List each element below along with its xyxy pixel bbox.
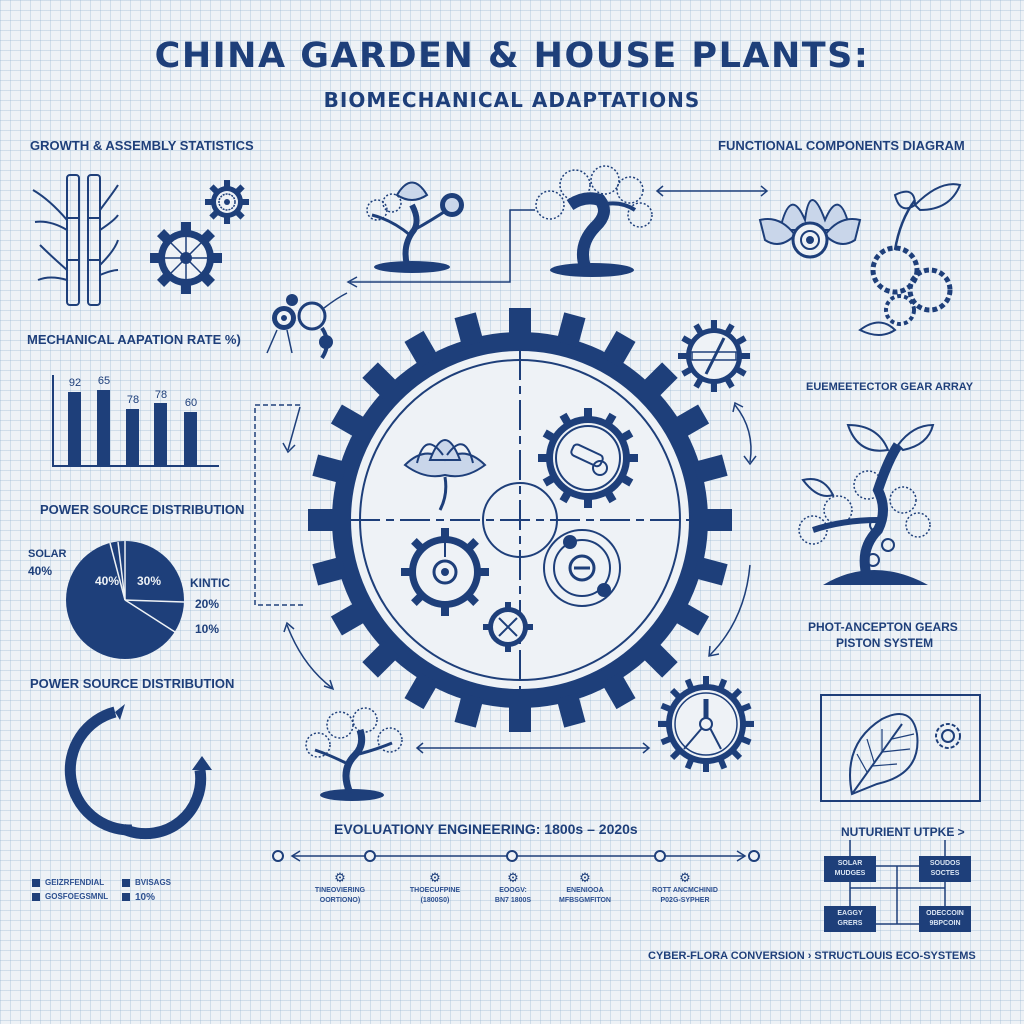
- curved-arrow-right-bottom: [708, 564, 751, 657]
- bar-value-1: 92: [68, 377, 82, 389]
- timeline-axis: [272, 850, 760, 862]
- gear-icon: ⚙: [679, 870, 691, 885]
- footer-conversion-label: CYBER-FLORA CONVERSION › STRUCTLOUIS ECO…: [648, 950, 976, 962]
- gear-icon: ⚙: [579, 870, 591, 885]
- growth-stats-heading: GROWTH & ASSEMBLY STATISTICS: [30, 138, 254, 153]
- curved-arrow-right-top: [732, 401, 757, 466]
- nutrient-uptake-title: NUTURIENT UTPKE >: [841, 825, 965, 839]
- seedling-gear-icon: [858, 183, 962, 336]
- pie-chart-title: POWER SOURCE DISTRIBUTION: [40, 502, 245, 517]
- large-gear-icon: [150, 222, 222, 294]
- bar-5: [184, 412, 197, 465]
- small-cog-icon: [935, 723, 961, 749]
- compass-gear-icon: [658, 676, 754, 772]
- cycle-arrows-icon: [64, 704, 212, 840]
- piston-gear-icon: [538, 408, 638, 508]
- pie-label-kintic: KINTIC: [190, 576, 230, 590]
- piston-system-label: PISTON SYSTEM: [836, 636, 934, 650]
- double-arrow-top: [655, 185, 769, 197]
- core-gear-icon: [401, 528, 489, 616]
- bar-2: [97, 390, 110, 465]
- pie-slice-30: 30%: [137, 574, 161, 588]
- legend-item-3: GOSFOEGSMNL: [45, 892, 109, 901]
- page-subtitle: BIOMECHANICAL ADAPTATIONS: [323, 88, 701, 112]
- bonsai-tree-small-icon: [305, 707, 403, 801]
- bar-value-4: 78: [154, 389, 168, 401]
- lotus-bonsai-icon: [366, 181, 464, 273]
- double-arrow-bottom: [415, 742, 651, 754]
- bar-value-3: 78: [126, 394, 140, 406]
- photo-gears-label: PHOT-ANCEPTON GEARS: [808, 620, 958, 634]
- timeline-title: EVOLUATIONY ENGINEERING: 1800s – 2020s: [334, 821, 638, 837]
- bar-value-2: 65: [97, 375, 111, 387]
- crossed-tools-gear-icon: [483, 602, 533, 652]
- gear-icon: ⚙: [507, 870, 519, 885]
- leaf-frame: [820, 694, 981, 802]
- bar-3: [126, 409, 139, 465]
- legend-item-1: GEIZRFENDIAL: [45, 878, 105, 887]
- lotus-icon: [403, 439, 487, 511]
- pie-slice-40: 40%: [95, 574, 119, 588]
- curved-arrow-left-bottom: [283, 621, 335, 691]
- nutrient-flow-lines: [849, 840, 946, 925]
- cycle-title: POWER SOURCE DISTRIBUTION: [30, 676, 235, 691]
- pie-label-20: 20%: [195, 597, 220, 611]
- dashed-bracket: [254, 404, 305, 606]
- gear-array-label: EUEMEETECTOR GEAR ARRAY: [806, 381, 974, 393]
- gear-bonsai-icon: [798, 423, 935, 585]
- gear-icon: ⚙: [334, 870, 346, 885]
- bar-chart: 92 65 78 78 60: [52, 375, 219, 467]
- bamboo-icon: [32, 174, 119, 306]
- pie-label-10: 10%: [195, 622, 220, 636]
- gear-icon: ⚙: [429, 870, 441, 885]
- timeline-item: ⚙ THOECUFPINE(1800S0): [395, 870, 475, 906]
- pie-label-solar-pct: 40%: [28, 564, 53, 578]
- piston-badge-gear-icon: [678, 320, 750, 392]
- pie-label-solar: SOLAR: [28, 548, 67, 560]
- timeline-item: ⚙ EOOGV:BN7 1800S: [478, 870, 548, 906]
- bar-chart-title: MECHANICAL AAPATION RATE %): [27, 332, 241, 347]
- mechanical-flower-icon: [758, 199, 862, 259]
- small-gear-icon: [205, 180, 249, 224]
- central-gear-diagram: [308, 308, 732, 732]
- flower-mechanism-icon: [266, 292, 348, 360]
- legend-item-4: 10%: [135, 892, 156, 903]
- legend-item-2: BVISAGS: [135, 878, 172, 887]
- functional-components-heading: FUNCTIONAL COMPONENTS DIAGRAM: [718, 138, 965, 153]
- bonsai-tree-icon: [535, 165, 653, 277]
- bar-1: [68, 392, 81, 465]
- bar-4: [154, 403, 167, 465]
- mechanism-gear-outline-icon: [543, 529, 621, 607]
- page-title: CHINA GARDEN & HOUSE PLANTS:: [154, 36, 870, 76]
- leaf-icon: [849, 713, 919, 796]
- bar-value-5: 60: [184, 397, 198, 409]
- connector-arrow: [346, 209, 535, 288]
- pie-chart: 40% 30%: [66, 541, 185, 659]
